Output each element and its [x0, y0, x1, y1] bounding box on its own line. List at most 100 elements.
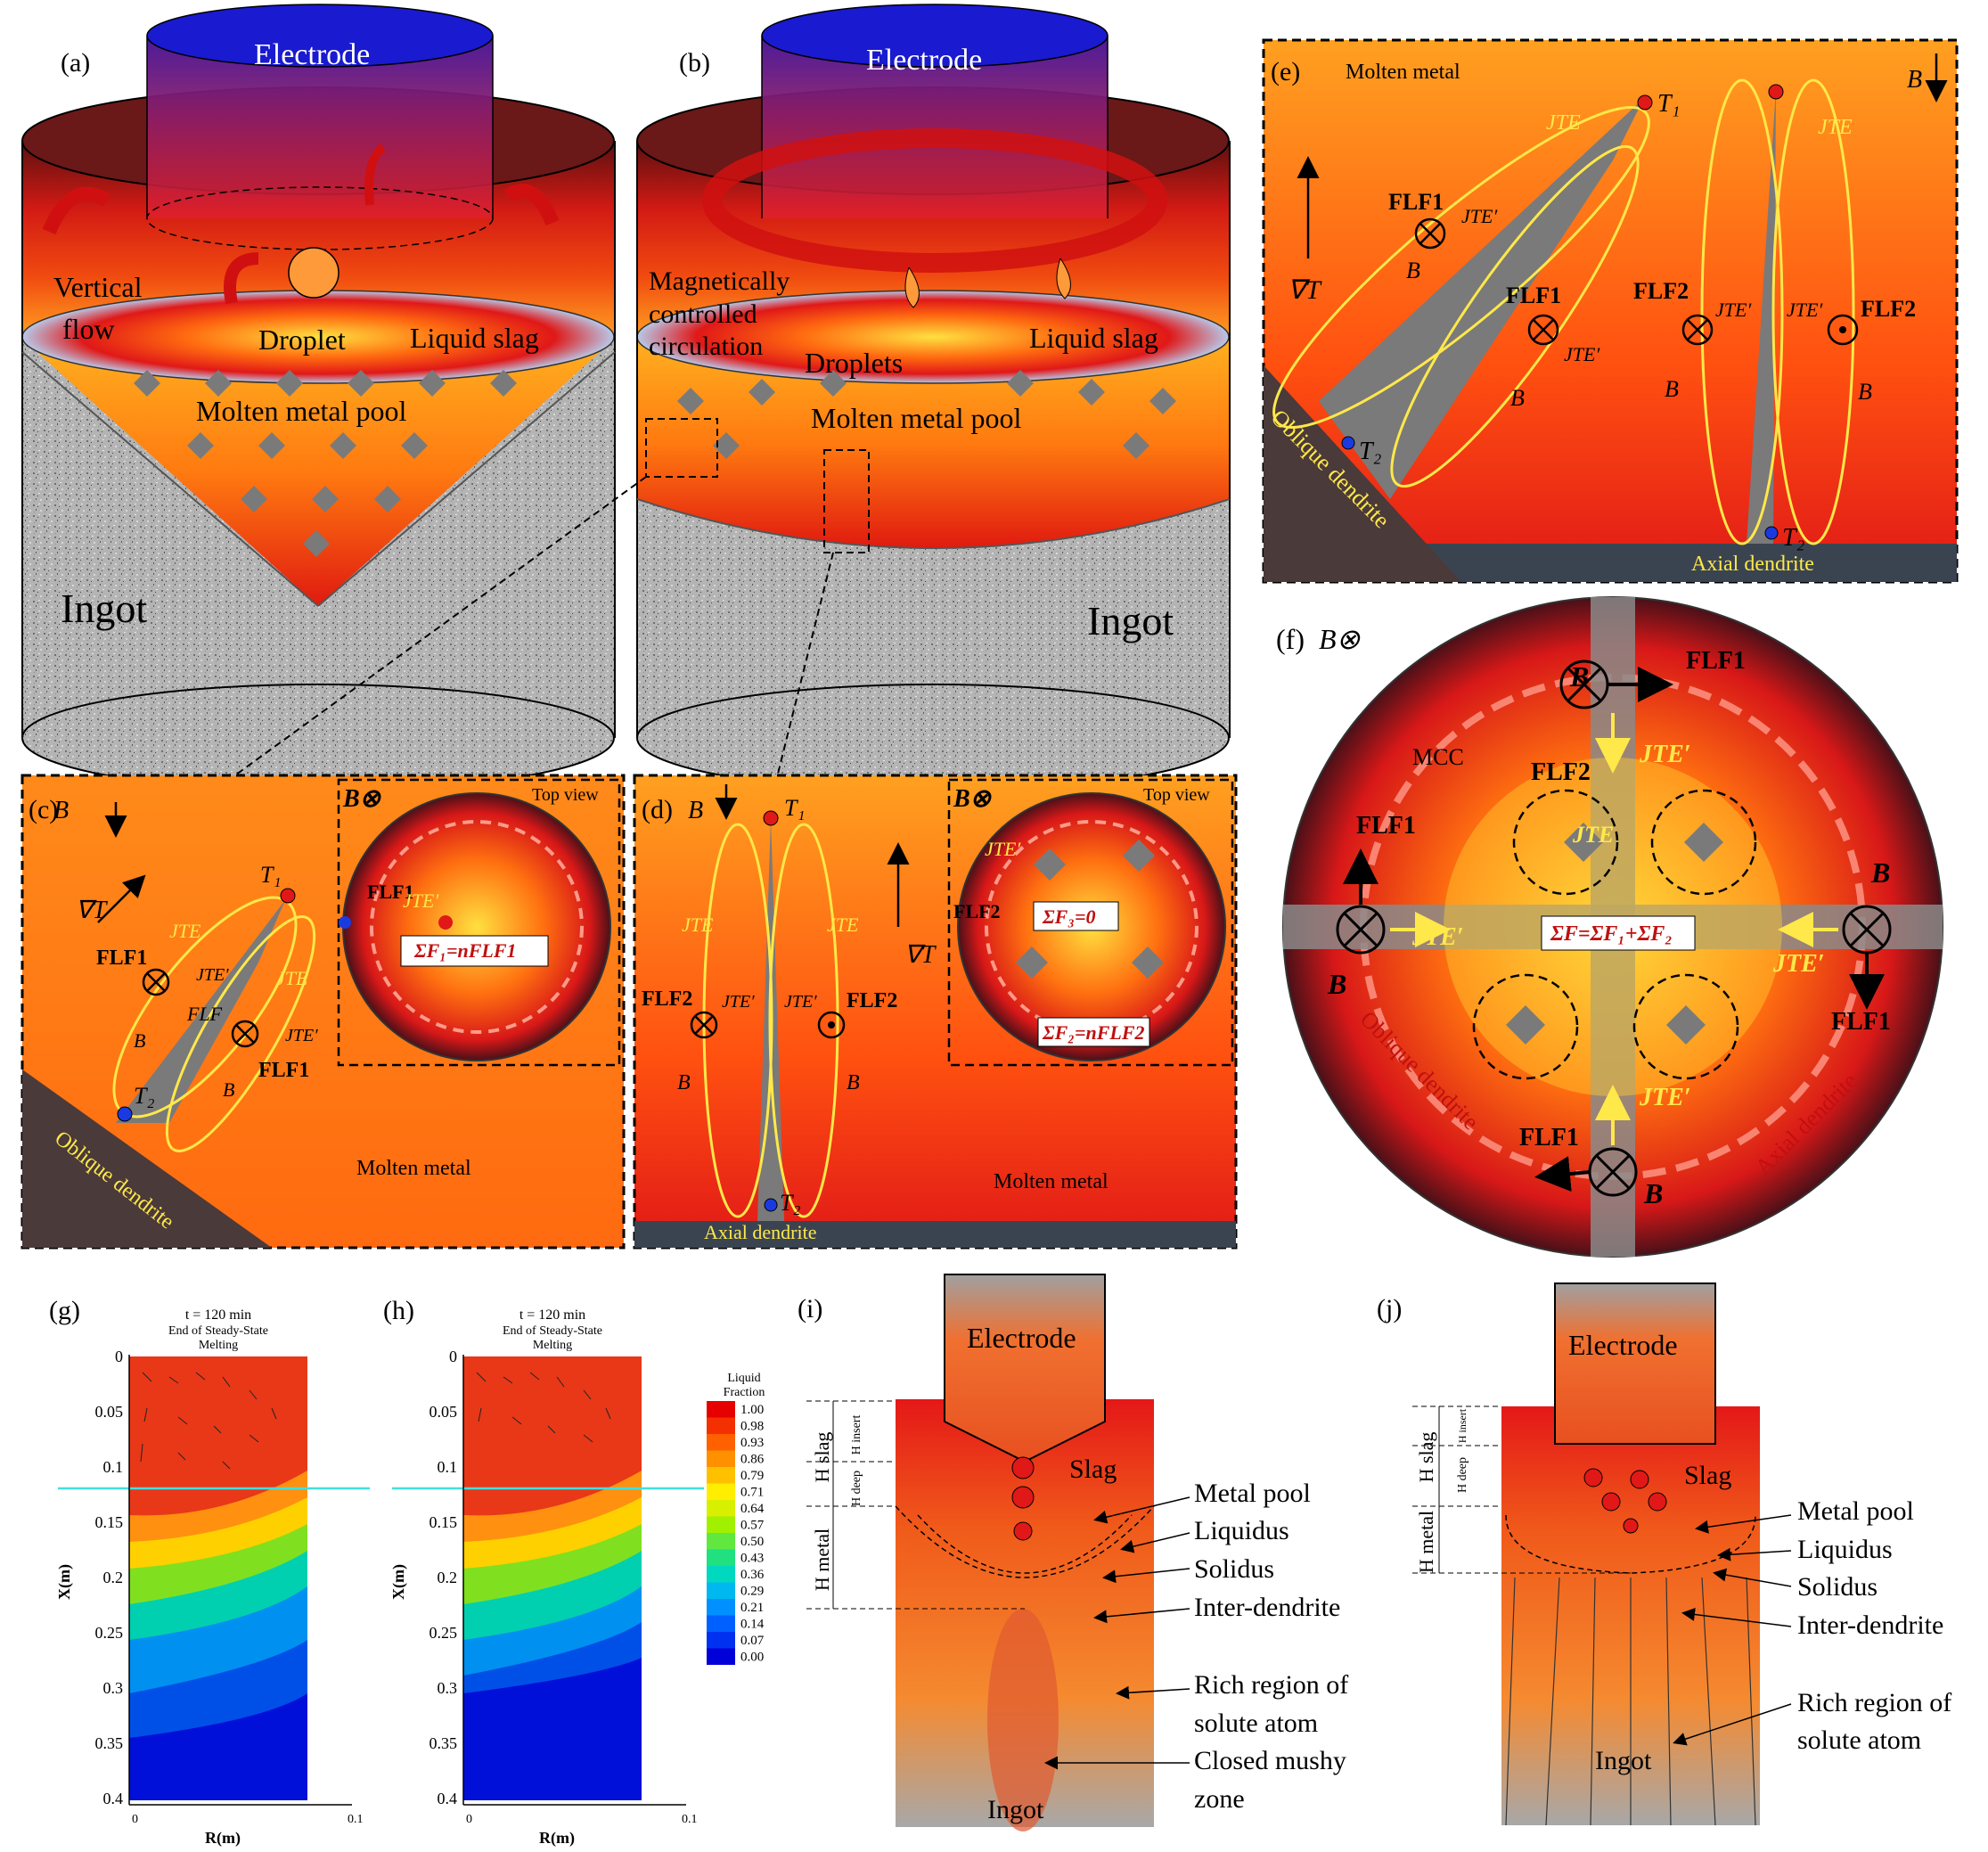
svg-text:0.25: 0.25: [95, 1624, 124, 1642]
ingot-label: Ingot: [61, 586, 147, 631]
svg-text:B: B: [1510, 385, 1525, 411]
label-e: (e): [1271, 57, 1300, 86]
svg-text:B: B: [677, 1071, 691, 1094]
panel-i: (i) H slag H deep H insert H metal Elect…: [798, 1274, 1348, 1832]
svg-text:Melting: Melting: [533, 1339, 572, 1352]
svg-text:Closed mushy: Closed mushy: [1194, 1746, 1346, 1775]
svg-text:JTE′: JTE′: [1772, 950, 1825, 978]
svg-text:JTE′: JTE′: [985, 838, 1021, 860]
legend-swatch: [707, 1483, 735, 1500]
droplet-label: Droplet: [258, 324, 346, 356]
svg-text:FLF2: FLF2: [1531, 758, 1591, 786]
legend-value: 0.64: [740, 1502, 765, 1516]
svg-text:solute atom: solute atom: [1797, 1725, 1921, 1755]
dendrite-pattern: [134, 370, 517, 557]
svg-text:Slag: Slag: [1069, 1455, 1117, 1484]
legend-value: 0.36: [740, 1568, 765, 1582]
panel-c: B ∇T T₁ T₂ JTE JTE JTE′ JTE′ FLF1 FLF1 F…: [20, 774, 626, 1250]
svg-text:Metal pool: Metal pool: [1194, 1479, 1311, 1508]
legend-swatch: [707, 1401, 735, 1418]
flow-arrow-icon: [224, 252, 259, 305]
legend-swatch: [707, 1467, 735, 1484]
svg-text:Liquidus: Liquidus: [1194, 1516, 1289, 1545]
b-into-icon: [1559, 660, 1609, 709]
svg-text:0.35: 0.35: [430, 1734, 458, 1752]
svg-text:Slag: Slag: [1684, 1461, 1731, 1490]
mcc-label-3: circulation: [649, 332, 763, 361]
svg-text:Solidus: Solidus: [1194, 1554, 1274, 1584]
molten-pool: [22, 339, 615, 606]
svg-text:B: B: [688, 797, 703, 824]
svg-text:0.3: 0.3: [103, 1679, 124, 1697]
svg-text:0.05: 0.05: [430, 1403, 458, 1421]
legend-value: 0.93: [740, 1436, 764, 1450]
svg-text:FLF1: FLF1: [1831, 1008, 1891, 1036]
svg-text:T₁: T₁: [784, 795, 806, 821]
panel-h: (h) 0 0.05 0.1 0.15 0.2 0.25 0.3 0.35 0.…: [383, 1296, 704, 1848]
svg-text:ΣF₁=nFLF1: ΣF₁=nFLF1: [413, 939, 517, 962]
svg-text:JTE′: JTE′: [784, 992, 817, 1012]
svg-text:T₂: T₂: [1782, 524, 1805, 552]
svg-text:FLF1: FLF1: [258, 1059, 309, 1082]
svg-text:0.05: 0.05: [95, 1403, 124, 1421]
svg-text:T₁: T₁: [260, 862, 282, 888]
legend-swatch: [707, 1582, 735, 1599]
svg-text:JTE′: JTE′: [1461, 205, 1498, 227]
svg-text:MCC: MCC: [1412, 744, 1464, 770]
b-into-icon: [142, 968, 170, 996]
svg-text:T₂: T₂: [1359, 438, 1382, 465]
svg-text:FLF2: FLF2: [1633, 278, 1689, 304]
panel-f: (f) B⊗ MCC B FLF1 FLF1 FLF1 FLF1 FLF2 JT…: [1276, 596, 1943, 1258]
svg-text:FLF2: FLF2: [642, 987, 692, 1011]
svg-text:B: B: [1569, 660, 1589, 692]
svg-text:Metal pool: Metal pool: [1797, 1496, 1914, 1526]
svg-text:FLF2: FLF2: [847, 989, 897, 1012]
svg-text:0.15: 0.15: [95, 1513, 124, 1531]
panel-d: (d) B T₁ T₂ ∇T JTE JTE JTE′ JTE′ FLF2 FL…: [633, 774, 1238, 1250]
svg-text:Liquidus: Liquidus: [1797, 1535, 1893, 1564]
legend-swatch: [707, 1500, 735, 1517]
svg-text:JTE: JTE: [276, 967, 308, 989]
droplets-label: Droplets: [805, 347, 903, 379]
panel-e: (e) Molten metal B ∇T T₁ T₂ T₂ JTE JTE J…: [1262, 38, 1959, 584]
svg-text:B: B: [1907, 66, 1922, 94]
legend-value: 0.79: [740, 1469, 764, 1483]
panel-g: (g) 0 0.05 0.1 0.15 0.2 0.25 0.3: [49, 1296, 370, 1848]
svg-text:R(m): R(m): [205, 1829, 241, 1848]
svg-text:JTE′: JTE′: [1787, 299, 1823, 321]
ingot-label: Ingot: [1087, 598, 1174, 643]
legend-swatch: [707, 1632, 735, 1649]
legend-value: 0.29: [740, 1585, 764, 1599]
legend-value: 0.98: [740, 1420, 764, 1434]
svg-text:Molten metal: Molten metal: [994, 1170, 1109, 1193]
legend-swatch: [707, 1533, 735, 1550]
panel-a: (a) Electrode Vertical flow Droplet Liqu…: [21, 4, 616, 792]
circulation-arrow-icon: [702, 128, 1167, 273]
svg-text:ΣF=ΣF₁+ΣF₂: ΣF=ΣF₁+ΣF₂: [1550, 922, 1673, 946]
svg-text:B: B: [1643, 1177, 1663, 1209]
label-i: (i): [798, 1294, 822, 1323]
legend-value: 0.57: [740, 1519, 765, 1533]
svg-text:JTE′: JTE′: [1564, 343, 1600, 365]
svg-text:0.4: 0.4: [103, 1790, 124, 1807]
flow-arrow-icon: [503, 184, 560, 226]
legend-swatch: [707, 1566, 735, 1583]
svg-text:JTE′: JTE′: [285, 1026, 318, 1045]
svg-text:JTE: JTE: [1546, 111, 1581, 135]
legend-value: 0.86: [740, 1453, 765, 1467]
dendrite: [116, 900, 285, 1123]
svg-text:B: B: [223, 1078, 234, 1101]
legend-swatch: [707, 1450, 735, 1467]
svg-text:Rich region of: Rich region of: [1194, 1670, 1348, 1700]
svg-text:∇T: ∇T: [1288, 275, 1322, 305]
svg-text:0.1: 0.1: [103, 1458, 124, 1476]
svg-text:Molten metal: Molten metal: [356, 1157, 471, 1180]
svg-text:B: B: [1327, 968, 1346, 1000]
legend-swatch: [707, 1599, 735, 1616]
svg-text:Inter-dendrite: Inter-dendrite: [1797, 1610, 1943, 1640]
velocity-vectors: [140, 1372, 277, 1470]
svg-text:B: B: [134, 1029, 145, 1052]
svg-text:FLF1: FLF1: [1506, 283, 1561, 308]
label-g: (g): [49, 1296, 80, 1325]
